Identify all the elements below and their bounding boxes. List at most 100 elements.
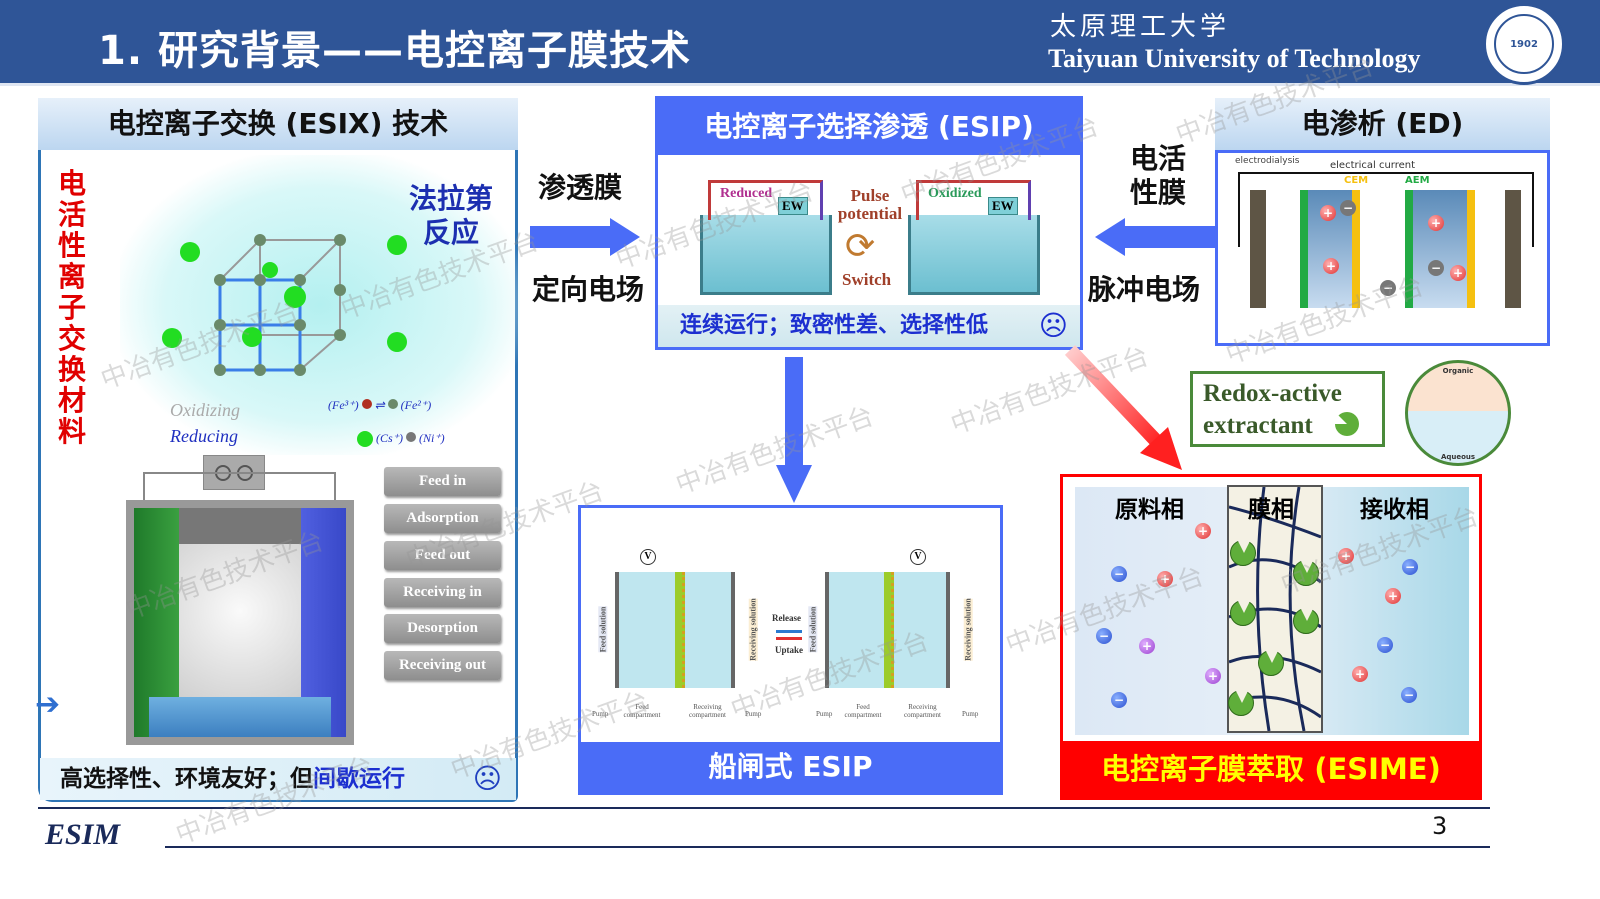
ew-label-right: EW xyxy=(988,197,1018,215)
reduced-label: Reduced xyxy=(720,186,773,201)
redox-extractant-label: Redox-active extractant xyxy=(1203,380,1342,439)
esime-title: 电控离子膜萃取 (ESIME) xyxy=(1063,741,1479,797)
uptake-label: Uptake xyxy=(775,645,804,655)
esix-cell-device xyxy=(126,500,354,745)
feed-compartment-label-1: Feed compartment xyxy=(623,703,661,719)
device-wire xyxy=(143,472,336,502)
reducing-label: Reducing xyxy=(170,426,238,446)
reduced-cell-diagram xyxy=(700,215,832,295)
step-adsorption: Adsorption xyxy=(384,504,501,533)
oxidized-label: Oxidized xyxy=(928,186,982,201)
step-desorption: Desorption xyxy=(384,614,501,643)
membrane-phase-label: 膜相 xyxy=(1248,497,1294,523)
feed-solution-label-right: Feed solution xyxy=(808,606,818,653)
step-feed-out: Feed out xyxy=(384,541,501,570)
sad-face-icon: ☹ xyxy=(472,762,502,795)
boat-cell-left xyxy=(615,572,735,688)
release-label: Release xyxy=(772,613,801,623)
esix-title: 电控离子交换 (ESIX) 技术 xyxy=(38,98,518,150)
reduced-cell-wire xyxy=(708,180,823,220)
release-arrow-icon xyxy=(776,630,802,633)
ed-electrode-right xyxy=(1505,190,1521,308)
ed-panel: 电渗析 (ED) xyxy=(1215,98,1550,346)
legend-fe3: (Fe³⁺) ⇌ (Fe²⁺) xyxy=(328,398,432,412)
step-receiving-in: Receiving in xyxy=(384,578,501,607)
pump-label-2: Pump xyxy=(745,710,762,718)
crystal-glow xyxy=(120,155,520,455)
faraday-label: 法拉第反应 xyxy=(408,182,493,249)
university-name-en: Taiyuan University of Technology xyxy=(1048,44,1421,73)
inlet-arrow-icon: ➔ xyxy=(35,687,61,722)
feed-phase-label: 原料相 xyxy=(1115,497,1184,523)
legend-fe3-text: (Fe³⁺) xyxy=(328,398,359,412)
oxidizing-label: Oxidizing xyxy=(170,400,240,420)
switch-arrows-icon: ⟳ xyxy=(845,226,876,267)
legend-ni-text: (Ni⁺) xyxy=(419,431,445,445)
boat-esip-title: 船闸式 ESIP xyxy=(581,742,1000,792)
organic-label: Organic xyxy=(1442,367,1474,375)
switch-label: Switch xyxy=(842,270,892,289)
slide-title: 1. 研究背景——电控离子膜技术 xyxy=(98,28,691,74)
feed-compartment-label-2: Feed compartment xyxy=(844,703,882,719)
university-logo: 1902 xyxy=(1483,3,1565,85)
receiving-solution-label-right: Receiving solution xyxy=(963,598,973,661)
legend-cs-ni: (Cs⁺) (Ni⁺) xyxy=(357,431,445,448)
voltmeter-right: V xyxy=(910,549,926,565)
footer-brand: ESIM xyxy=(45,818,121,851)
ed-compartment-2 xyxy=(1405,190,1475,308)
pump-label-4: Pump xyxy=(962,710,979,718)
receiving-compartment-label-2: Receiving compartment xyxy=(904,703,941,719)
esip-title: 电控离子选择渗透 (ESIP) xyxy=(658,99,1080,155)
step-feed-in: Feed in xyxy=(384,467,501,496)
sad-face-icon: ☹ xyxy=(1038,309,1068,342)
feed-solution-label-left: Feed solution xyxy=(598,606,608,653)
legend-cs-text: (Cs⁺) xyxy=(376,431,403,445)
cem-label: CEM xyxy=(1344,175,1369,186)
esix-panel: 电控离子交换 (ESIX) 技术 xyxy=(38,98,518,802)
down-arrow-icon xyxy=(785,357,803,467)
esix-summary: 高选择性、环境友好；但间歇运行 ☹ xyxy=(40,758,516,800)
left-arrow-icon xyxy=(1123,226,1215,248)
red-diagonal-arrow-icon xyxy=(1064,345,1182,470)
watermark: 中冶有色技术平台 xyxy=(671,401,878,501)
receiving-phase-label: 接收相 xyxy=(1360,497,1429,523)
oxidized-cell-wire xyxy=(916,180,1031,220)
pulse-field-label: 脉冲电场 xyxy=(1088,273,1201,306)
boat-cell-right xyxy=(825,572,950,688)
esix-summary-text: 高选择性、环境友好；但 xyxy=(60,766,313,792)
step-receiving-out: Receiving out xyxy=(384,651,501,680)
crystal-lattice-diagram xyxy=(162,234,407,376)
uptake-arrow-icon xyxy=(776,637,802,640)
aem-label: AEM xyxy=(1405,175,1430,186)
ed-title: 电渗析 (ED) xyxy=(1215,98,1550,150)
legend-fe2-text: (Fe²⁺) xyxy=(400,398,432,412)
ed-caption: electrodialysis xyxy=(1235,156,1300,166)
pacman-extractant-icon xyxy=(1335,412,1359,436)
redox-extractant-box: Redox-active extractant xyxy=(1190,371,1385,447)
receiving-compartment-label-1: Receiving compartment xyxy=(689,703,726,719)
footer-rule-bottom xyxy=(165,846,1490,848)
logo-emblem: 1902 xyxy=(1494,14,1554,74)
left-arrow-head-icon xyxy=(1095,218,1125,256)
membrane-label: 渗透膜 xyxy=(538,171,623,204)
pulse-label: Pulse potential xyxy=(837,186,903,223)
down-arrow-head-icon xyxy=(776,465,812,503)
esip-summary-text: 连续运行；致密性差、选择性低 xyxy=(680,313,989,338)
footer-rule-top xyxy=(38,807,1490,809)
page-number: 3 xyxy=(1432,812,1448,840)
receiving-solution-label-left: Receiving solution xyxy=(748,598,758,661)
esix-side-label: 电活性离子交换材料 xyxy=(58,167,87,448)
ed-current-label: electrical current xyxy=(1330,160,1416,171)
esix-summary-highlight: 间歇运行 xyxy=(313,766,405,792)
ed-circuit xyxy=(1238,172,1534,247)
electroactive-membrane-label: 电活性膜 xyxy=(1130,142,1187,209)
pump-label-3: Pump xyxy=(816,710,833,718)
esip-summary: 连续运行；致密性差、选择性低 ☹ xyxy=(658,305,1080,347)
oxidized-cell-diagram xyxy=(908,215,1040,295)
aqueous-label: Aqueous xyxy=(1440,453,1476,461)
university-name-cn: 太原理工大学 xyxy=(1050,12,1231,42)
pump-label-1: Pump xyxy=(592,710,609,718)
ed-electrode-left xyxy=(1250,190,1266,308)
directional-field-label: 定向电场 xyxy=(532,273,645,306)
ew-label-left: EW xyxy=(778,197,808,215)
